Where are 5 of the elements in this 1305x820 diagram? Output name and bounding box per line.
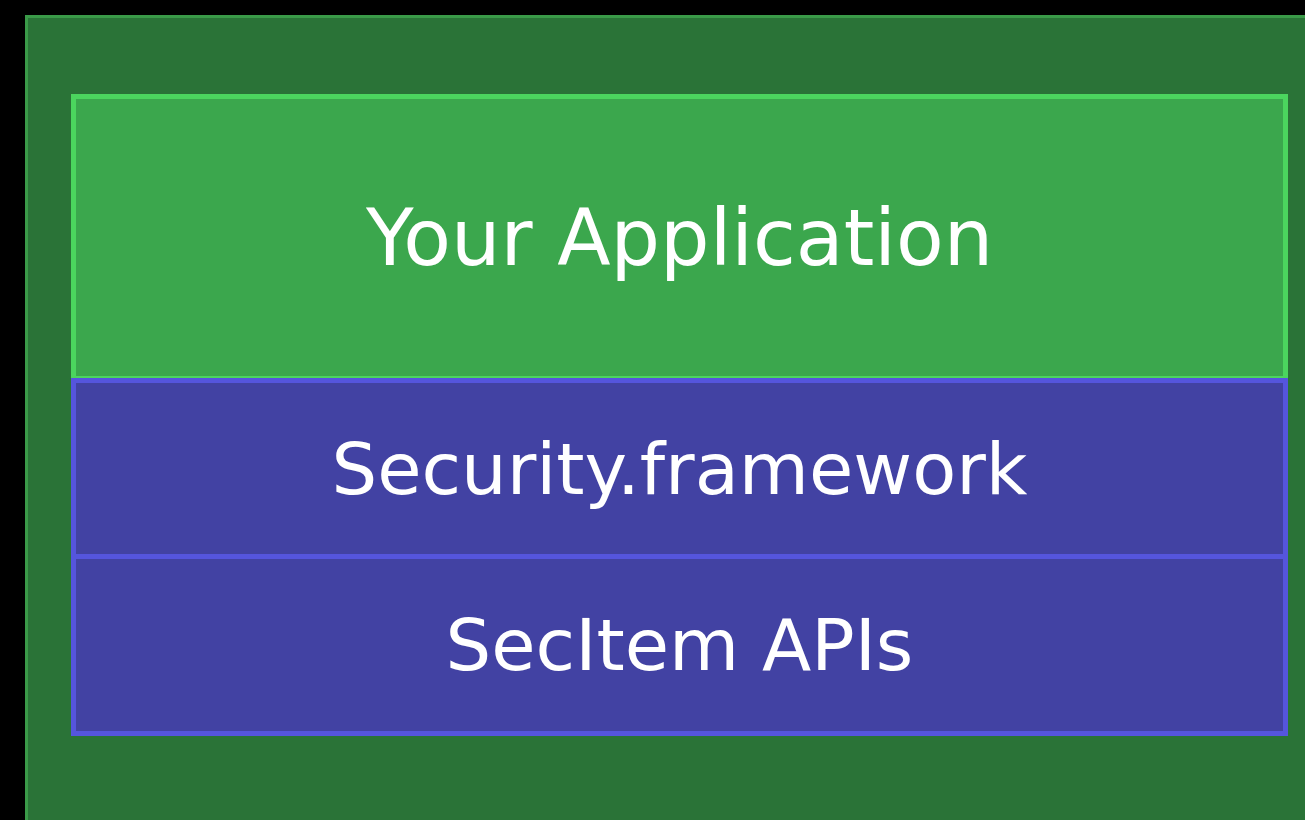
- layer-label: Security.framework: [331, 426, 1028, 511]
- layer-label: Your Application: [365, 192, 994, 283]
- layer-box: [71, 94, 1288, 381]
- layer-label: SecItem APIs: [445, 603, 914, 687]
- container-panel: [25, 15, 1305, 820]
